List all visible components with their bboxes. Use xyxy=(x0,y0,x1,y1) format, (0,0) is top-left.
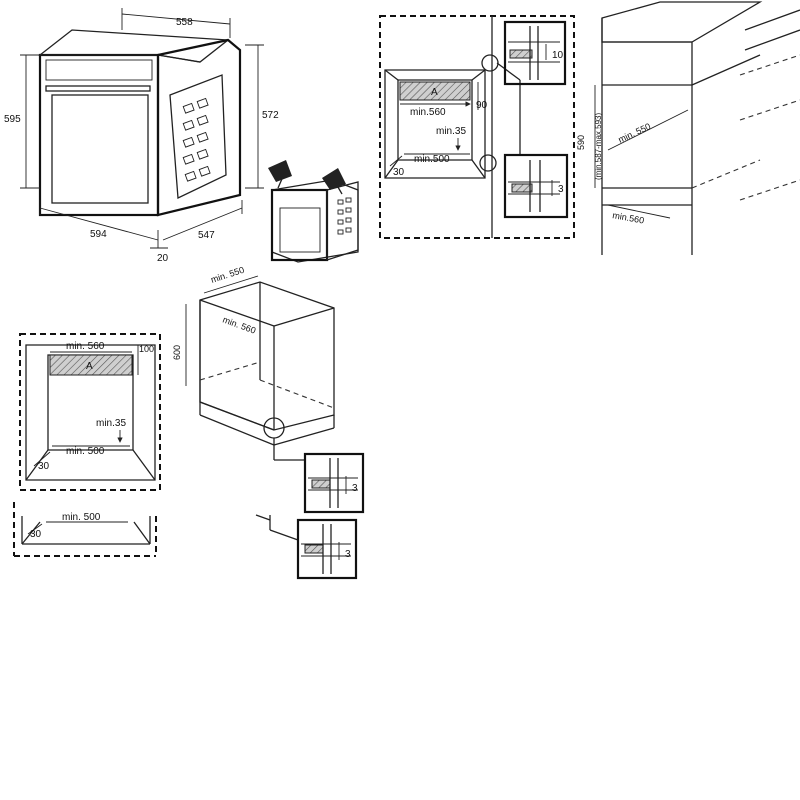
undercounter-plan-vent-gap: min.35 xyxy=(96,418,126,429)
undercounter-detail-2: 3 xyxy=(255,514,358,580)
detail-circle-bottom xyxy=(479,154,497,172)
undercounter-detail-1: 3 xyxy=(303,452,365,514)
undercounter-plan-min-depth: min. 500 xyxy=(66,446,105,457)
undercounter-plan-top-gap: 100 xyxy=(139,344,154,354)
column-hatch-area xyxy=(399,81,471,101)
undercounter-plan-frame xyxy=(19,333,161,491)
column-cabinet-diagram: A min.560 90 min.35 min.500 30 10 xyxy=(379,15,575,239)
oven-front-face xyxy=(38,53,160,217)
undercounter-plan-lower-min-depth: min. 500 xyxy=(62,512,101,523)
oven-side-vents xyxy=(182,97,211,182)
dim-front-height: 595 xyxy=(4,114,21,125)
undercounter-plan-lower: min. 500 30 xyxy=(13,502,157,557)
column-top-gap: 90 xyxy=(476,100,488,111)
column-vent-gap: min.35 xyxy=(436,126,466,137)
undercounter-perspective: min. 550 min. 560 600 3 xyxy=(172,265,365,580)
undercounter-detail-gap-2: 3 xyxy=(345,549,351,560)
tall-height-range: (min.587-max.593) xyxy=(594,113,603,180)
tall-height: 590 xyxy=(576,135,586,150)
undercounter-plan-plinth: 30 xyxy=(38,461,50,472)
oven-perspective: 558 595 572 594 547 20 xyxy=(4,8,279,264)
detail-bottom-panel: 3 xyxy=(503,153,569,219)
oven-side-face xyxy=(156,38,242,217)
column-min-width: min.560 xyxy=(410,107,446,118)
oven-control-strip xyxy=(45,59,153,81)
detail-top-panel: 10 xyxy=(503,20,567,86)
hand-left-icon xyxy=(268,160,292,182)
small-oven-side xyxy=(326,181,359,261)
small-oven-outline xyxy=(271,179,359,263)
dim-top-depth: 558 xyxy=(176,17,193,28)
dim-door-thickness: 20 xyxy=(157,253,169,264)
undercounter-plan: A min. 560 100 min.35 min. 500 30 xyxy=(19,333,161,491)
oven-door-window xyxy=(51,94,149,204)
oven-side-panel xyxy=(169,74,227,199)
tall-cabinet-perspective: min. 550 590 (min.587-max.593) min.560 xyxy=(576,1,800,255)
hand-right-icon xyxy=(322,168,346,190)
undercounter-detail-gap-1: 3 xyxy=(352,483,358,494)
undercounter-plan-lower-plinth: 30 xyxy=(30,529,42,540)
dim-side-depth: 547 xyxy=(198,230,215,241)
column-min-depth: min.500 xyxy=(414,154,450,165)
dim-front-width: 594 xyxy=(90,229,107,240)
small-oven-vents xyxy=(337,197,352,235)
column-hatch-label: A xyxy=(431,87,438,98)
undercounter-plan-hatch-label: A xyxy=(86,361,93,372)
undercounter-plan-hatch xyxy=(49,354,133,376)
undercounter-outline xyxy=(199,281,335,431)
column-plinth: 30 xyxy=(393,167,405,178)
tall-min-depth: min. 550 xyxy=(617,121,653,145)
dim-side-height: 572 xyxy=(262,110,279,121)
undercounter-plan-min-width: min. 560 xyxy=(66,341,105,352)
column-cabinet-dashed-frame xyxy=(379,15,575,239)
detail-top-gap: 10 xyxy=(552,50,564,61)
oven-door-handle xyxy=(45,85,151,92)
tall-cabinet-top xyxy=(601,1,763,43)
tall-min-width: min.560 xyxy=(612,210,645,225)
detail-bottom-gap: 3 xyxy=(558,184,564,195)
oven-top-face xyxy=(38,29,230,63)
undercounter-height: 600 xyxy=(172,345,182,360)
oven-insertion-illustration xyxy=(268,160,359,263)
detail-circle-top xyxy=(481,54,499,72)
